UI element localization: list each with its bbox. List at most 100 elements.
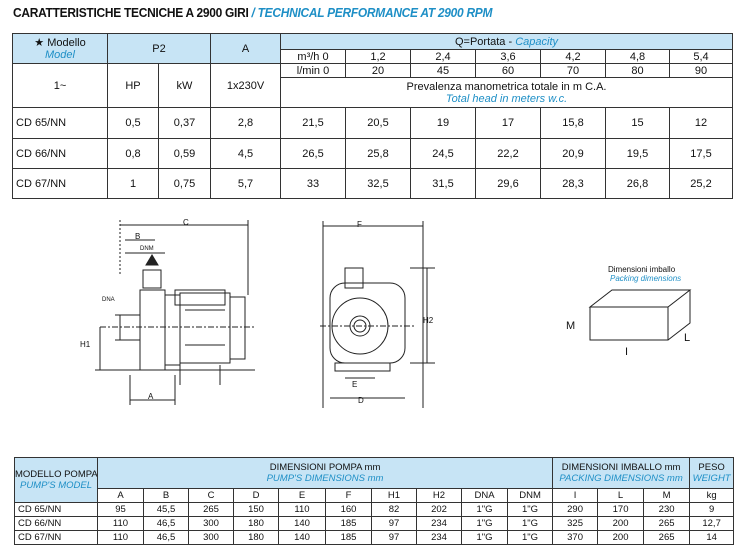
- dim-label-b: B: [135, 232, 141, 241]
- packing-caption-it: Dimensioni imballo: [608, 265, 676, 274]
- table-cell: 150: [233, 502, 279, 517]
- table-cell: 45,5: [143, 502, 189, 517]
- table-cell: 19: [410, 107, 476, 139]
- table-cell: 110: [97, 516, 144, 531]
- table-cell: 5,4: [668, 49, 734, 64]
- table-cell: 170: [597, 502, 645, 517]
- table-cell: 370: [552, 530, 599, 545]
- table-cell: 20,5: [345, 107, 411, 139]
- table-cell: 46,5: [143, 516, 189, 531]
- table-cell: 234: [416, 516, 462, 531]
- table-cell: 4,5: [210, 138, 281, 169]
- table-cell: 265: [188, 502, 234, 517]
- table-cell: 31,5: [410, 168, 476, 199]
- table-cell: 12,7: [689, 516, 735, 531]
- table-cell: 97: [371, 530, 417, 545]
- dim-label-d: D: [358, 396, 364, 405]
- title-en: TECHNICAL PERFORMANCE AT 2900 RPM: [257, 5, 493, 20]
- table-cell: 33: [280, 168, 346, 199]
- table-cell: F: [325, 488, 372, 503]
- table-cell: kg: [689, 488, 735, 503]
- table-cell: 12: [668, 107, 734, 139]
- table-cell: 200: [597, 530, 645, 545]
- packing-label-i: I: [625, 346, 629, 358]
- title-sep: /: [248, 5, 258, 20]
- table-cell: 202: [416, 502, 462, 517]
- table-cell: 1"G: [461, 516, 508, 531]
- table-cell: HP: [107, 63, 159, 108]
- table-cell: 90: [668, 63, 734, 78]
- table-cell: 140: [278, 516, 326, 531]
- table-cell: 22,2: [475, 138, 541, 169]
- table-cell: 17: [475, 107, 541, 139]
- p2-header: P2: [107, 33, 211, 64]
- packing-label-m: M: [566, 320, 576, 332]
- table-cell: 265: [643, 530, 691, 545]
- table-cell: 20: [345, 63, 411, 78]
- table-cell: 20,9: [540, 138, 606, 169]
- table-cell: 325: [552, 516, 599, 531]
- table-cell: 2,4: [410, 49, 476, 64]
- table-cell: 0,75: [158, 168, 211, 199]
- table-cell: 15: [605, 107, 670, 139]
- table-cell: 185: [325, 530, 372, 545]
- table-cell: CD 67/NN: [14, 530, 98, 545]
- pump-side-view-drawing: [95, 220, 255, 405]
- table-cell: CD 66/NN: [14, 516, 98, 531]
- table-cell: 1: [107, 168, 159, 199]
- table-cell: CD 66/NN: [12, 138, 108, 169]
- table-cell: E: [278, 488, 326, 503]
- table-cell: H1: [371, 488, 417, 503]
- table-cell: A: [97, 488, 144, 503]
- table-cell: 26,5: [280, 138, 346, 169]
- capacity-header: Q=Portata - Capacity: [279, 33, 734, 50]
- dim-label-h1: H1: [80, 340, 91, 349]
- table-cell: 1"G: [506, 502, 554, 517]
- table-cell: 160: [325, 502, 372, 517]
- table-cell: I: [552, 488, 599, 503]
- table-cell: 21,5: [280, 107, 346, 139]
- table-cell: 46,5: [143, 530, 189, 545]
- table-cell: H2: [416, 488, 462, 503]
- table-cell: 70: [540, 63, 606, 78]
- table-cell: 180: [233, 516, 279, 531]
- table-cell: 9: [689, 502, 735, 517]
- page-title: CARATTERISTICHE TECNICHE A 2900 GIRI / T…: [13, 5, 492, 20]
- dim-label-a: A: [148, 392, 154, 401]
- table-cell: 110: [278, 502, 326, 517]
- table-cell: 200: [597, 516, 645, 531]
- table-cell: 1~: [12, 63, 108, 108]
- pump-front-view-drawing: [320, 221, 435, 408]
- table-cell: 1"G: [461, 502, 508, 517]
- table-cell: 4,8: [605, 49, 670, 64]
- table-cell: DNA: [461, 488, 508, 503]
- table-cell: 185: [325, 516, 372, 531]
- table-cell: 45: [410, 63, 476, 78]
- table-cell: 32,5: [345, 168, 411, 199]
- dim-label-dna: DNA: [102, 297, 115, 303]
- amp-header: A: [210, 33, 281, 64]
- packing-box-icon: [588, 289, 692, 341]
- table-cell: 0,37: [158, 107, 211, 139]
- table-cell: 24,5: [410, 138, 476, 169]
- table-cell: 26,8: [605, 168, 670, 199]
- table-cell: 25,8: [345, 138, 411, 169]
- table-cell: 0,8: [107, 138, 159, 169]
- table-cell: 80: [605, 63, 670, 78]
- table-cell: 29,6: [475, 168, 541, 199]
- table-cell: 14: [689, 530, 735, 545]
- table-cell: 265: [643, 516, 691, 531]
- packing-label-l: L: [684, 332, 691, 344]
- table-cell: 25,2: [668, 168, 734, 199]
